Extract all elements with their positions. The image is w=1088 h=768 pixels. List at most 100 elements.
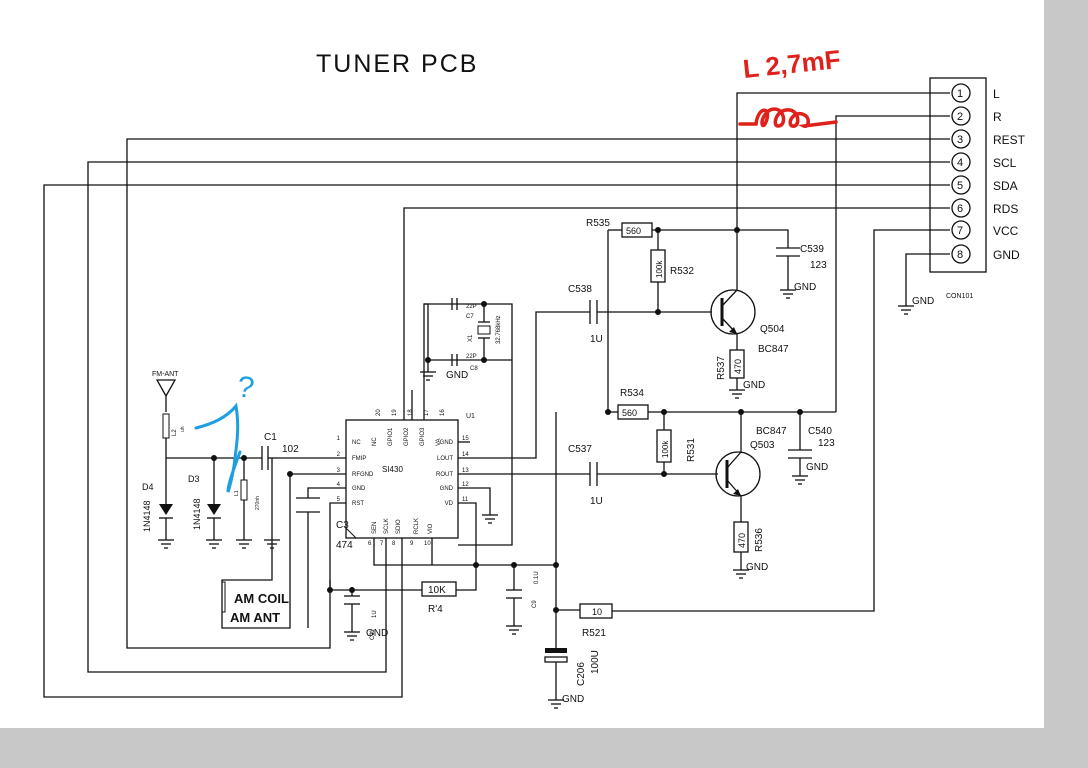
- red-inductor-annotation: L 2,7mF: [738, 44, 842, 129]
- svg-text:470: 470: [733, 359, 743, 374]
- connector-pin-8: [951, 244, 971, 264]
- output-stage: 560 R535 100k R532 C539 123 C538 1U Q504…: [568, 218, 836, 570]
- ic-pin-number: 18: [408, 409, 414, 416]
- crystal-section: 22P C7 22P C8 X1 32.768kHz: [427, 298, 502, 372]
- ic-pin-number: 6: [368, 541, 372, 547]
- gnd-label: GND: [562, 694, 584, 705]
- ic-pin-number: 13: [462, 468, 469, 474]
- schematic-title: TUNER PCB: [316, 50, 478, 78]
- svg-text:C540: C540: [808, 426, 832, 437]
- connector-wires: [43, 92, 950, 698]
- connector-pin-4: [951, 152, 971, 172]
- junction-dot: [661, 409, 667, 415]
- ic-wiring: [221, 303, 590, 640]
- svg-text:1U: 1U: [590, 334, 603, 345]
- connector-pin-2: [951, 106, 971, 126]
- svg-text:BC847: BC847: [758, 344, 789, 355]
- ic-pin-name: GND: [352, 486, 366, 492]
- ic-pin-name: VA: [436, 438, 442, 446]
- ground-symbol: [420, 371, 436, 381]
- connector-ref: CON101: [946, 293, 973, 300]
- connector-pin-7: [951, 220, 971, 240]
- svg-text:C1: C1: [264, 432, 277, 443]
- svg-text:1U: 1U: [590, 496, 603, 507]
- junction-dots: [211, 227, 803, 613]
- junction-dot: [481, 301, 487, 307]
- gnd-label: GND: [806, 462, 828, 473]
- fm-ant-label: FM-ANT: [152, 371, 179, 378]
- junction-dot: [211, 455, 217, 461]
- connector-pin-label: SDA: [993, 179, 1018, 193]
- connector-pin-1: [951, 83, 971, 103]
- junction-dot: [797, 409, 803, 415]
- ic-pin-number: 20: [376, 409, 382, 416]
- ic-pin-name: GND: [440, 486, 454, 492]
- gnd-label: GND: [366, 628, 388, 639]
- ic-pin-number: 1: [337, 436, 341, 442]
- svg-text:R536: R536: [754, 528, 765, 552]
- ic-pin-number: 14: [462, 452, 469, 458]
- svg-text:C537: C537: [568, 444, 592, 455]
- junction-dot: [553, 562, 559, 568]
- svg-text:Q504: Q504: [760, 324, 785, 335]
- svg-text:10: 10: [592, 607, 602, 617]
- svg-text:D4: D4: [142, 482, 154, 492]
- connector-pin-number: 3: [957, 134, 963, 146]
- blue-question-annotation: ?: [194, 370, 256, 493]
- ic-pin-number: 10: [424, 541, 431, 547]
- connector-pin-6: [951, 198, 971, 218]
- gnd-label: GND: [446, 370, 468, 381]
- svg-text:22P: 22P: [466, 304, 477, 310]
- svg-text:L1: L1: [234, 490, 240, 496]
- junction-dot: [738, 409, 744, 415]
- gnd-label: GND: [743, 380, 765, 391]
- junction-dot: [655, 227, 661, 233]
- ic-pin-number: 16: [440, 409, 446, 416]
- junction-dot: [511, 562, 517, 568]
- ic-pin-name: SCLK: [384, 518, 390, 534]
- ic-pin-name: GND: [440, 440, 454, 446]
- ic-pin-name: LOUT: [437, 456, 453, 462]
- connector-pin-label: GND: [993, 248, 1020, 262]
- svg-text:C8: C8: [470, 366, 478, 372]
- window-frame-bottom: [0, 728, 1088, 768]
- gnd-label: GND: [794, 282, 816, 293]
- svg-text:560: 560: [622, 408, 637, 418]
- connector-pin-3: [951, 129, 971, 149]
- ic-pin-name: RCLK: [414, 518, 420, 534]
- ic-pin-name: ROUT: [436, 472, 453, 478]
- svg-text:C9: C9: [532, 600, 538, 608]
- ic-pin-number: 19: [392, 409, 398, 416]
- ground-symbol: [792, 475, 808, 485]
- ic-pin-number: 4: [337, 482, 341, 488]
- svg-text:R521: R521: [582, 628, 606, 639]
- junction-dot: [425, 357, 431, 363]
- svg-text:R532: R532: [670, 266, 694, 277]
- ic-pin-number: 17: [424, 409, 430, 416]
- svg-text:C7: C7: [466, 314, 474, 320]
- gnd-label: GND: [746, 562, 768, 573]
- svg-text:R'4: R'4: [428, 604, 443, 615]
- ic-pin-number: 5: [337, 497, 341, 503]
- ic-pin-number: 2: [337, 452, 341, 458]
- connector-pin-label: L: [993, 87, 1000, 101]
- ic-pin-number: 11: [462, 497, 469, 503]
- connector-pin-number: 6: [957, 203, 963, 215]
- ic-pin-name: GPIO2: [404, 427, 410, 446]
- svg-text:0.1U: 0.1U: [534, 571, 540, 584]
- svg-text:C539: C539: [800, 244, 824, 255]
- ic-pin-number: 8: [392, 541, 396, 547]
- connector-pin-number: 5: [957, 180, 963, 192]
- junction-dot: [349, 587, 355, 593]
- connector-pin-label: SCL: [993, 156, 1017, 170]
- svg-text:123: 123: [818, 438, 835, 449]
- ic-name: SI430: [382, 465, 403, 474]
- svg-text:123: 123: [810, 260, 827, 271]
- junction-dot: [734, 227, 740, 233]
- connector-pin-label: VCC: [993, 224, 1019, 238]
- svg-text:Q503: Q503: [750, 440, 775, 451]
- svg-text:R534: R534: [620, 388, 644, 399]
- connector-pin-5: [951, 175, 971, 195]
